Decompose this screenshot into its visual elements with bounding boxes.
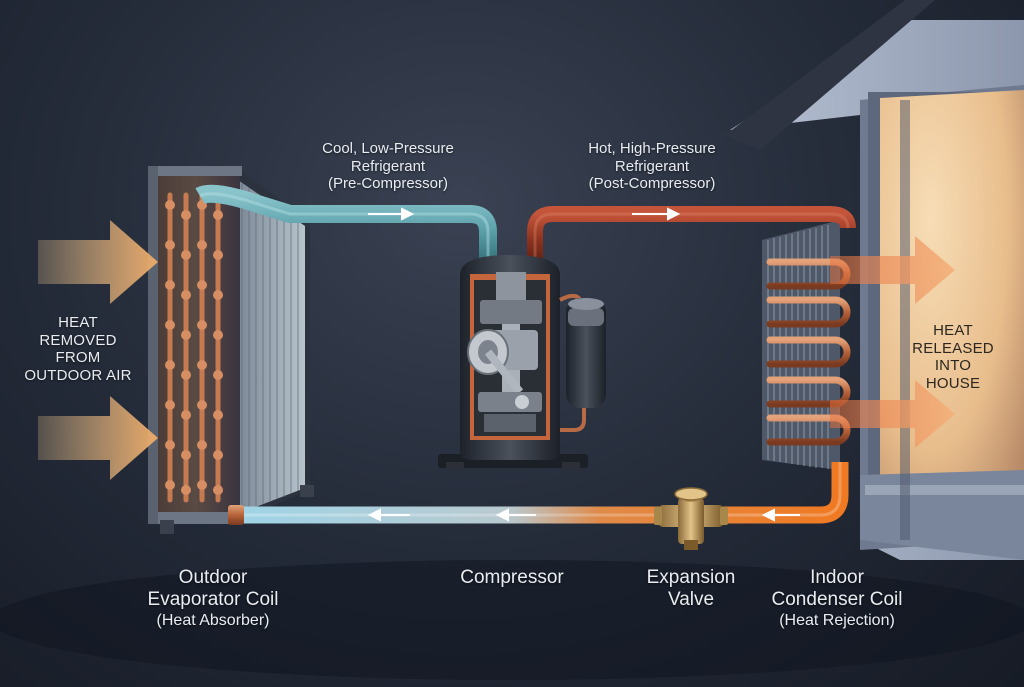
label-cool-refrigerant: Cool, Low-Pressure Refrigerant (Pre-Comp… — [322, 140, 454, 193]
label-heat-removed: HEAT REMOVED FROM OUTDOOR AIR — [24, 314, 132, 385]
house-structure — [725, 0, 1024, 560]
compressor — [438, 255, 606, 470]
label-expansion-valve: Expansion Valve — [646, 567, 736, 611]
label-compressor: Compressor — [460, 567, 564, 588]
flow-arrows — [367, 207, 800, 522]
label-evaporator-coil: Outdoor Evaporator Coil (Heat Absorber) — [147, 567, 279, 629]
heat-removed-arrows — [38, 220, 158, 480]
label-condenser-coil: Indoor Condenser Coil (Heat Rejection) — [771, 567, 903, 629]
heat-released-arrows — [830, 236, 955, 448]
discharge-line — [527, 206, 856, 264]
label-heat-released: HEAT RELEASED INTO HOUSE — [912, 322, 994, 393]
expansion-valve — [654, 487, 728, 550]
outdoor-evaporator-coil — [148, 166, 314, 534]
liquid-line — [240, 462, 849, 524]
label-hot-refrigerant: Hot, High-Pressure Refrigerant (Post-Com… — [588, 140, 716, 193]
